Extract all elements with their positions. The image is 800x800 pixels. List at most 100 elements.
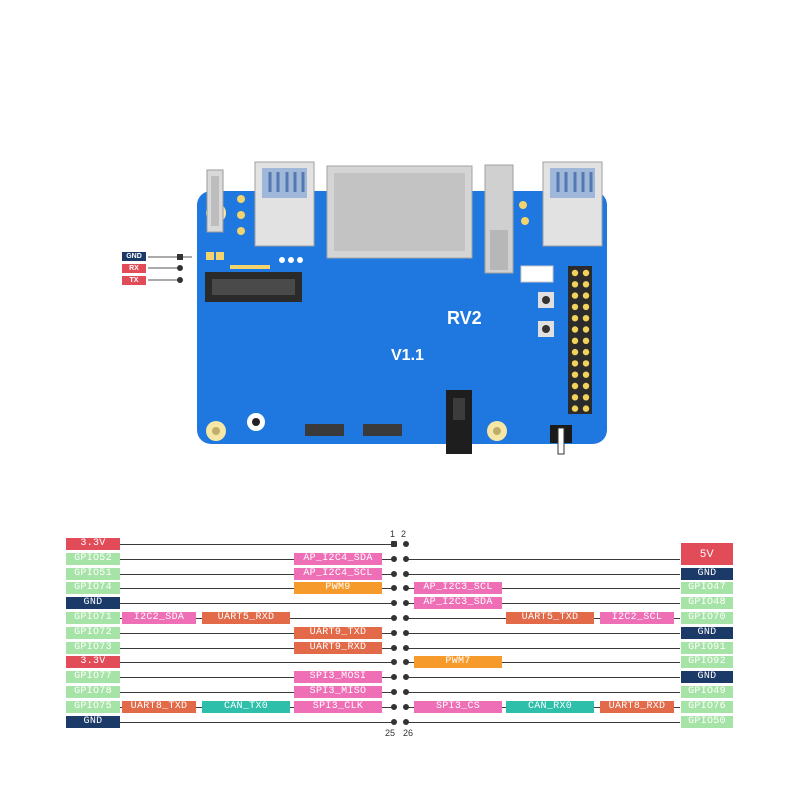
function-label: CAN_TX0 (202, 700, 290, 713)
header-pin (571, 405, 579, 412)
function-label: SPI3_MOSI (294, 671, 382, 684)
header-pin (582, 326, 590, 333)
uart-rx-label: RX (122, 264, 146, 273)
header-pin (571, 326, 579, 333)
header-pin-dot (391, 674, 397, 681)
header-pin (582, 371, 590, 378)
pin-leader-line (406, 632, 680, 634)
pin-label-right: 5V (681, 543, 733, 566)
pin-leader-line (120, 692, 394, 693)
function-label: UART5_RXD (202, 612, 290, 624)
pin-label-left: GPIO74 (66, 582, 120, 595)
board-version-label: V1.1 (391, 347, 424, 364)
header-pin (582, 348, 590, 356)
uart-tx-label: TX (122, 276, 146, 285)
header-pin-dot (403, 659, 409, 666)
header-pin (582, 315, 590, 322)
pin-label-right: GND (681, 671, 733, 684)
header-pin-dot (403, 629, 409, 636)
header-pin-dot (391, 644, 397, 651)
header-pin-dot (391, 703, 397, 710)
header-pin-dot (403, 674, 409, 681)
header-pin-dot (391, 718, 397, 725)
pin-label-left: 3.3V (66, 538, 120, 550)
pin-label-right: GND (681, 567, 733, 580)
pin-label-right: GND (681, 626, 733, 639)
function-label: I2C2_SCL (600, 612, 674, 624)
pin-leader-line (120, 558, 394, 560)
function-label: UART8_RXD (600, 700, 674, 713)
pin-label-left: GPIO52 (66, 552, 120, 565)
fpc-connector (363, 424, 402, 436)
header-pin-dot (403, 644, 409, 651)
pin-leader-line (120, 662, 394, 664)
header-pin (582, 281, 590, 288)
header-pin (571, 360, 579, 367)
header-pin-dot (403, 570, 409, 577)
pin-number-26: 26 (403, 728, 414, 738)
header-pin-dot (391, 615, 397, 621)
pin-label-left: GPIO51 (66, 567, 120, 580)
pin-number-25: 25 (385, 728, 396, 738)
pin-label-right: GPIO50 (681, 715, 733, 728)
function-label: I2C2_SDA (122, 612, 196, 624)
header-pin-dot (391, 629, 397, 636)
pin-leader-line (120, 647, 394, 649)
pin-leader-line (406, 662, 680, 664)
pin-label-left: GPIO78 (66, 686, 120, 698)
header-pin (571, 394, 579, 401)
pin-leader-line (406, 588, 680, 590)
header-pin-dot (391, 570, 397, 577)
header-pin (582, 360, 590, 367)
header-pin (582, 405, 590, 412)
pin-leader-line (120, 588, 394, 590)
pin-leader-line (406, 692, 680, 693)
pin-leader-line (120, 573, 394, 575)
pin-label-right: GPIO47 (681, 582, 733, 595)
header-pin-dot (391, 689, 397, 695)
pin-number-1: 1 (390, 529, 396, 539)
header-pin (571, 348, 579, 356)
pin-label-right: GPIO76 (681, 700, 733, 713)
pin-label-left: 3.3V (66, 656, 120, 669)
function-label: UART5_TXD (506, 612, 594, 624)
header-pin (582, 394, 590, 401)
pin-leader-line (406, 573, 680, 575)
header-pin (582, 269, 590, 277)
header-pin-dot (391, 600, 397, 607)
pin-label-left: GND (66, 715, 120, 728)
pin-leader-line (406, 603, 680, 605)
header-pin-dot (403, 703, 409, 710)
pin-label-right: GPIO70 (681, 612, 733, 624)
header-pin-dot (403, 689, 409, 695)
function-label: UART8_TXD (122, 700, 196, 713)
pin-label-left: GPIO71 (66, 612, 120, 624)
pin-leader-line (406, 558, 680, 560)
pin-leader-line (120, 544, 394, 545)
function-label: AP_I2C4_SCL (294, 567, 382, 580)
header-pin-dot (403, 585, 409, 592)
header-pin-dot (391, 541, 397, 547)
header-pin-dot (403, 600, 409, 607)
pin-label-right: GPIO91 (681, 641, 733, 654)
header-pin-dot (403, 541, 409, 547)
header-pin-dot (403, 718, 409, 725)
function-label: AP_I2C4_SDA (294, 552, 382, 565)
header-pin (582, 382, 590, 390)
pin-leader-line (406, 677, 680, 679)
uart-header-wires (148, 256, 178, 281)
pin-leader-line (120, 721, 394, 723)
header-pin-dot (391, 659, 397, 666)
function-label: AP_I2C3_SDA (414, 597, 502, 610)
header-pin (571, 371, 579, 378)
function-label: UART9_RXD (294, 641, 382, 654)
header-pin (571, 281, 579, 288)
header-pin-dot (403, 615, 409, 621)
function-label: AP_I2C3_SCL (414, 582, 502, 595)
header-pin-dot (391, 555, 397, 562)
function-label: SPI3_CLK (294, 700, 382, 713)
header-pin (582, 337, 590, 344)
header-pin-dot (403, 555, 409, 562)
function-label: PWM9 (294, 582, 382, 595)
